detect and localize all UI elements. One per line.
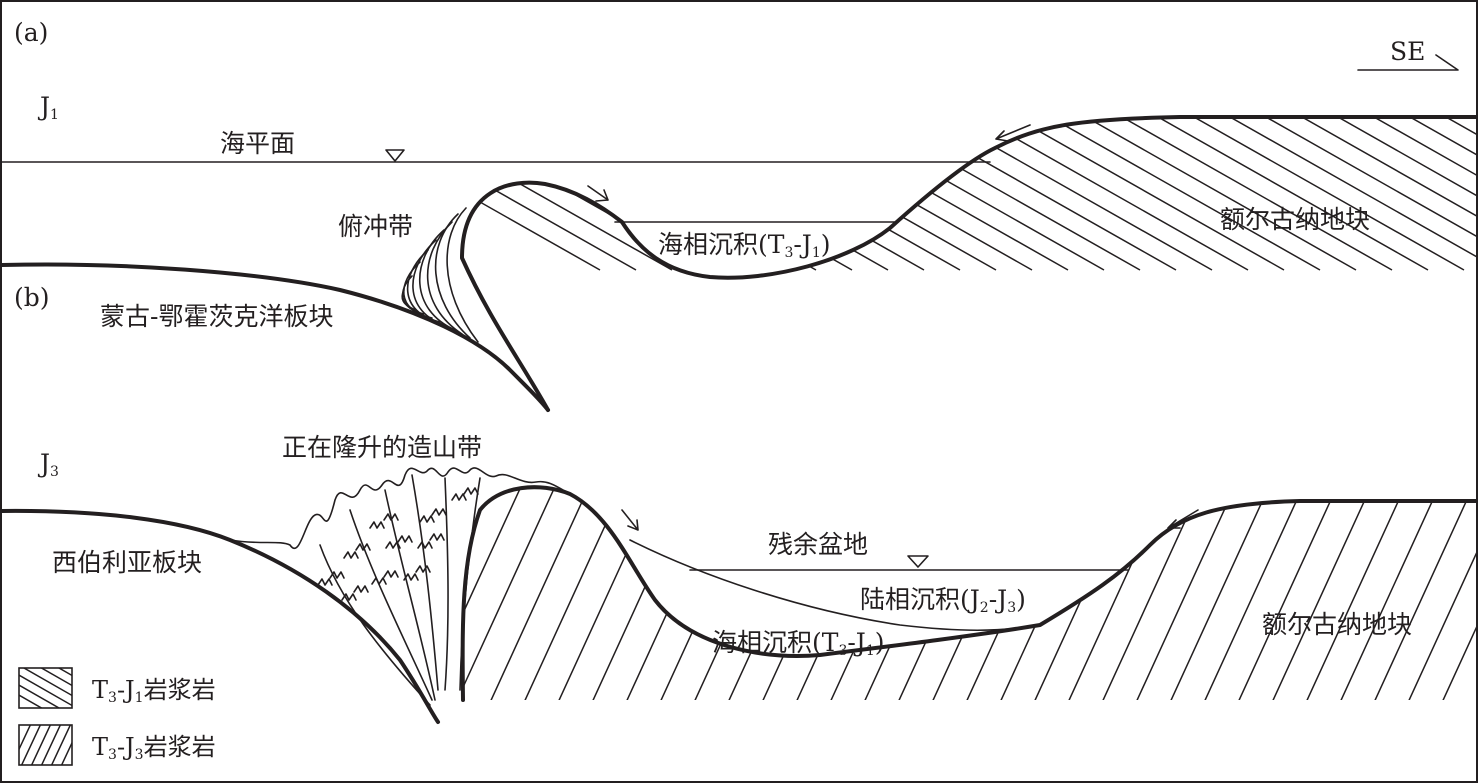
ergun-block-a-label: 额尔古纳地块: [1220, 205, 1370, 234]
residual-basin-triangle-icon: [907, 555, 929, 568]
legend-label-1: T3-J1岩浆岩: [92, 676, 216, 706]
slip-arrow-b1-icon: [621, 509, 639, 531]
slip-arrow-a1-icon: [587, 185, 609, 202]
ergun-block-a-surface: [460, 115, 1478, 412]
panel-b: (b) J3 正在隆升的造山带 西伯利: [0, 283, 1478, 724]
marine-sediment-a-label: 海相沉积(T3-J1): [658, 230, 831, 261]
direction-arrow-icon: [1357, 54, 1459, 71]
foredeep-label: 俯冲带: [338, 212, 413, 241]
legend: T3-J1岩浆岩 T3-J3岩浆岩: [18, 667, 216, 766]
magma-symbols: [317, 487, 479, 601]
marine-sediment-b-label: 海相沉积(T3-J1): [712, 628, 885, 659]
panel-b-tag: (b): [14, 283, 50, 312]
continental-sediment-base: [629, 539, 1041, 632]
legend-item-back-slash: T3-J1岩浆岩: [18, 667, 216, 709]
ergun-block-b-label: 额尔古纳地块: [1262, 610, 1412, 639]
direction-label: SE: [1390, 37, 1425, 66]
residual-basin-label: 残余盆地: [768, 530, 868, 559]
siberian-plate: [0, 508, 440, 724]
panel-b-era-label: J3: [37, 449, 59, 480]
sea-level-triangle-icon: [385, 149, 405, 162]
panel-a-era-label: J1: [37, 92, 59, 123]
slip-arrow-a2-icon: [995, 124, 1031, 142]
legend-item-forward-slash: T3-J3岩浆岩: [18, 724, 216, 766]
panel-a: (a) J1 SE 海平面: [0, 18, 1478, 412]
accretionary-wedge: [401, 207, 479, 343]
ergun-block-b-surface: [460, 485, 1478, 702]
ergun-block-a-hatching: [462, 117, 1478, 271]
legend-label-2: T3-J3岩浆岩: [92, 733, 216, 763]
siberian-plate-label: 西伯利亚板块: [52, 548, 202, 577]
panel-a-tag: (a): [14, 18, 48, 47]
mongol-okhotsk-plate-label: 蒙古-鄂霍茨克洋板块: [100, 302, 333, 331]
slip-arrow-b2-icon: [1167, 509, 1199, 529]
orogen-thrusts: [319, 474, 481, 706]
sea-level-label: 海平面: [220, 129, 295, 158]
mongol-okhotsk-plate-a: [0, 262, 550, 412]
legend-swatch-back-slash-icon: [18, 667, 73, 709]
orogen-label: 正在隆升的造山带: [282, 433, 482, 462]
continental-sediment-label: 陆相沉积(J2-J3): [860, 585, 1026, 616]
orogen-crest: [229, 467, 571, 549]
